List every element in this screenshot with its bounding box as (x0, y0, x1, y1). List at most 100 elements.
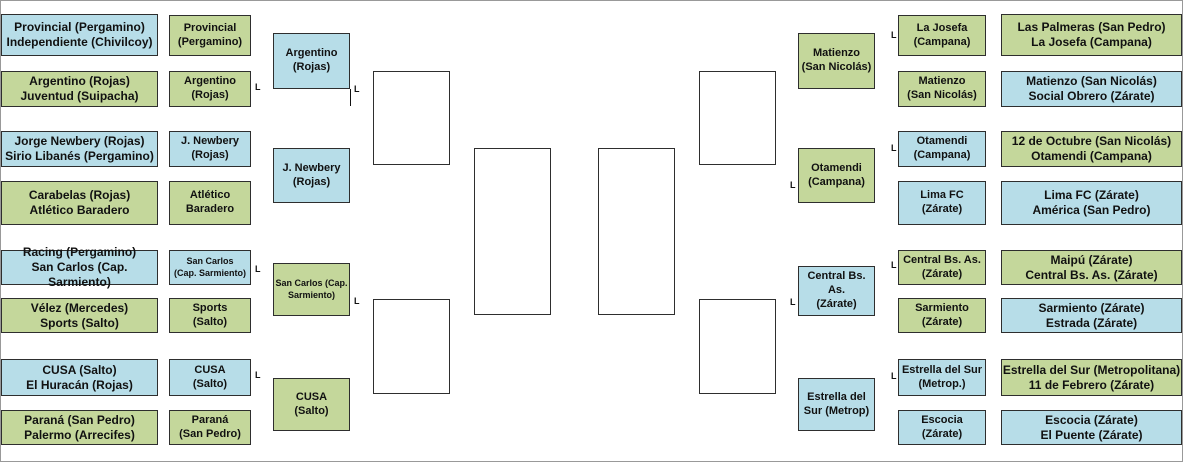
winner-line: Estrella del Sur (901, 363, 983, 376)
team-name: CUSA (Salto) (42, 362, 117, 377)
winner-box: Matienzo(San Nicolás) (898, 71, 986, 107)
winner-line: (Zárate) (921, 203, 963, 215)
winner-line: (Pergamino) (177, 35, 243, 48)
winner-line: (San Nicolás) (801, 61, 872, 73)
winner-box: Argentino(Rojas) (169, 71, 251, 107)
winner-box: San Carlos (Cap.Sarmiento) (273, 263, 350, 316)
connector-line (350, 89, 351, 106)
team-name: Argentino (Rojas) (29, 74, 130, 88)
winner-box: CUSA(Salto) (169, 359, 251, 396)
team-name: Escocia (Zárate) (1045, 412, 1138, 427)
winner-line: (Campana) (913, 149, 971, 161)
winner-line: (Campana) (913, 35, 971, 48)
team-name: 11 de Febrero (Zárate) (1028, 377, 1155, 392)
team-name: Matienzo (San Nicolás) (1026, 74, 1157, 88)
winner-line: Estrella del (807, 390, 866, 403)
winner-line: San Carlos (Cap. (275, 278, 348, 289)
match-pair-box: Carabelas (Rojas)Atlético Baradero (1, 181, 158, 225)
team-name: Estrada (Zárate) (1045, 315, 1138, 330)
winner-box: La Josefa(Campana) (898, 15, 986, 56)
team-name: Las Palmeras (San Pedro) (1017, 20, 1166, 34)
winner-line: Matienzo (812, 47, 861, 60)
winner-line: CUSA (295, 390, 328, 403)
winner-line: (Rojas) (191, 89, 229, 101)
winner-line: (Salto) (294, 404, 329, 417)
local-mark: L (255, 82, 261, 92)
winner-box: Central Bs. As.(Zárate) (798, 266, 875, 316)
local-mark: L (354, 296, 360, 306)
team-name: Sirio Libanés (Pergamino) (5, 149, 154, 163)
winner-box: Matienzo(San Nicolás) (798, 33, 875, 89)
match-pair-box: Argentino (Rojas)Juventud (Suipacha) (1, 71, 158, 107)
match-pair-box: Matienzo (San Nicolás)Social Obrero (Zár… (1001, 71, 1182, 107)
team-name: La Josefa (Campana) (1031, 35, 1152, 49)
team-name: Juventud (Suipacha) (20, 89, 139, 103)
winner-box: J. Newbery(Rojas) (273, 148, 350, 203)
winner-line: Provincial (183, 21, 237, 34)
winner-box: Escocia(Zárate) (898, 410, 986, 445)
team-name: El Huracán (Rojas) (26, 377, 133, 392)
winner-box: Lima FC(Zárate) (898, 181, 986, 225)
team-name: Carabelas (Rojas) (28, 188, 131, 202)
winner-line: (Zárate) (921, 427, 963, 440)
match-pair-box: Escocia (Zárate)El Puente (Zárate) (1001, 410, 1182, 445)
empty-final-slot (474, 148, 551, 315)
empty-slot (373, 299, 450, 394)
winner-line: San Carlos (186, 256, 234, 267)
match-pair-box: Paraná (San Pedro)Palermo (Arrecifes) (1, 410, 158, 445)
winner-line: (Rojas) (292, 175, 331, 188)
winner-line: (Zárate) (921, 267, 963, 280)
winner-box: Central Bs. As.(Zárate) (898, 250, 986, 285)
match-pair-box: Sarmiento (Zárate)Estrada (Zárate) (1001, 298, 1182, 333)
local-mark: L (790, 180, 796, 190)
winner-line: La Josefa (916, 21, 968, 34)
winner-line: CUSA (194, 363, 226, 376)
empty-slot (373, 71, 450, 165)
winner-box: J. Newbery(Rojas) (169, 131, 251, 167)
team-name: Maipú (Zárate) (1050, 252, 1133, 267)
match-pair-box: Provincial (Pergamino)Independiente (Chi… (1, 14, 158, 56)
local-mark: L (354, 84, 360, 94)
team-name: 12 de Octubre (San Nicolás) (1011, 134, 1172, 148)
empty-final-slot (598, 148, 675, 315)
winner-line: (Zárate) (921, 315, 963, 328)
team-name: Racing (Pergamino) (22, 245, 137, 259)
winner-line: (Zárate) (816, 297, 857, 310)
team-name: Social Obrero (Zárate) (1028, 89, 1155, 103)
winner-box: Sarmiento(Zárate) (898, 298, 986, 333)
match-pair-box: Lima FC (Zárate)América (San Pedro) (1001, 181, 1182, 225)
team-name: Palermo (Arrecifes) (24, 427, 135, 442)
winner-line: Sarmiento (915, 301, 969, 314)
winner-box: Argentino(Rojas) (273, 33, 350, 89)
empty-slot (699, 71, 776, 165)
team-name: Independiente (Chivilcoy) (6, 35, 153, 49)
match-pair-box: Las Palmeras (San Pedro)La Josefa (Campa… (1001, 14, 1182, 56)
team-name: Sports (Salto) (40, 315, 119, 330)
winner-box: Otamendi(Campana) (898, 131, 986, 167)
local-mark: L (255, 264, 261, 274)
winner-box: Otamendi(Campana) (798, 148, 875, 203)
winner-line: Escocia (921, 413, 963, 426)
match-pair-box: Racing (Pergamino)San Carlos (Cap. Sarmi… (1, 245, 158, 289)
winner-box: San Carlos(Cap. Sarmiento) (169, 250, 251, 285)
winner-box: Provincial(Pergamino) (169, 15, 251, 56)
match-pair-box: Maipú (Zárate)Central Bs. As. (Zárate) (1001, 250, 1182, 285)
winner-line: (San Pedro) (179, 427, 241, 440)
team-name: Otamendi (Campana) (1031, 149, 1152, 163)
winner-line: Sur (Metrop) (803, 404, 870, 417)
winner-line: Lima FC (920, 189, 964, 202)
winner-line: Central Bs. As. (903, 253, 981, 266)
winner-line: Paraná (191, 413, 229, 426)
match-pair-box: Estrella del Sur (Metropolitana)11 de Fe… (1001, 359, 1182, 396)
empty-slot (699, 299, 776, 394)
local-mark: L (891, 30, 897, 40)
winner-line: J. Newbery (180, 135, 240, 148)
team-name: Sarmiento (Zárate) (1038, 300, 1145, 315)
winner-line: Baradero (185, 203, 235, 215)
winner-box: Estrella del Sur(Metrop.) (898, 359, 986, 396)
winner-line: Argentino (285, 47, 338, 60)
team-name: Atlético Baradero (29, 203, 130, 217)
